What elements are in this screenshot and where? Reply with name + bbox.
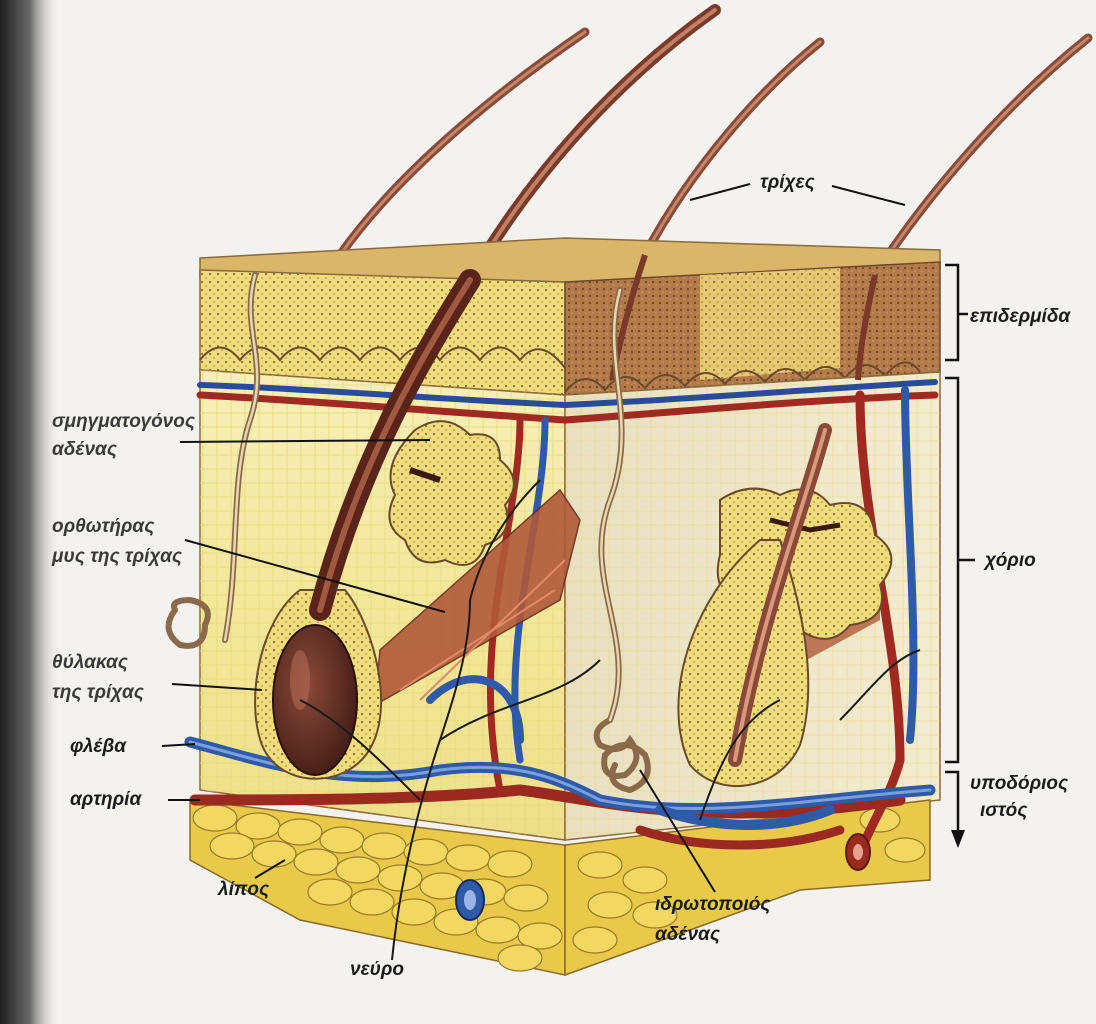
label-sweat-2: αδένας [655,924,721,945]
label-subcutaneous-2: ιστός [980,800,1028,821]
leader-hairs-2 [832,186,905,205]
arrow-subcutaneous [945,772,958,835]
label-sweat-1: ιδρωτοποιός [655,894,771,915]
hair-bulb [273,625,357,775]
label-follicle-2: της τρίχας [52,682,145,703]
label-sebaceous-1: σμηγματογόνος [52,411,196,432]
label-follicle-1: θύλακας [52,652,129,673]
label-hairs: τρίχες [760,172,816,193]
label-arrector-2: μυς της τρίχας [51,546,183,567]
bracket-epidermis [945,265,958,360]
label-vein: φλέβα [70,736,127,757]
label-arrector-1: ορθωτήρας [52,516,155,537]
label-dermis: χόριο [983,550,1036,571]
page-shadow [0,0,60,1024]
label-sebaceous-2: αδένας [52,439,118,460]
label-subcutaneous-1: υποδόριος [970,773,1069,794]
label-epidermis: επιδερμίδα [970,306,1071,327]
label-artery: αρτηρία [70,789,142,810]
hair-shafts [340,10,1088,280]
label-nerve: νεύρο [350,959,404,980]
leader-hairs-1 [690,184,750,200]
label-fat: λίπος [217,879,270,900]
bracket-dermis [945,378,958,762]
